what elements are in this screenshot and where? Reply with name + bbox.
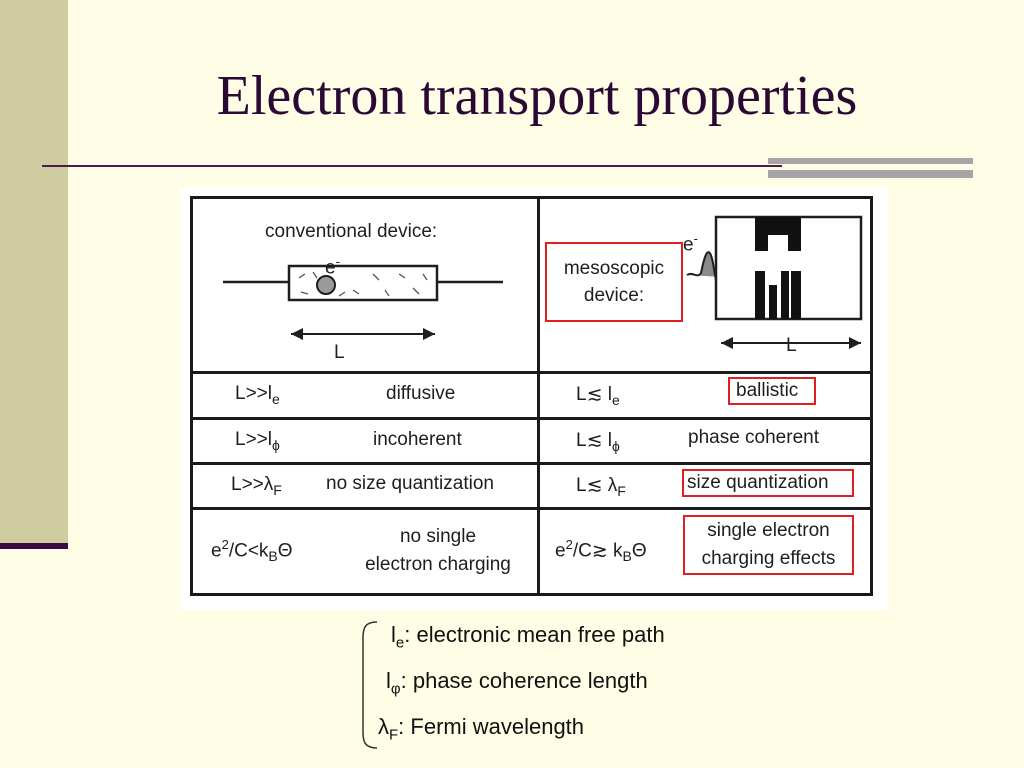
legend-item-phase-coherence: lφ: phase coherence length	[386, 668, 648, 698]
mesoscopic-property: phase coherent	[688, 427, 819, 448]
mesoscopic-device-label: mesoscopic device:	[563, 258, 665, 306]
left-sidebar-bar	[0, 0, 68, 545]
row-divider	[193, 507, 870, 510]
conventional-condition: L>>le	[235, 383, 280, 407]
conventional-device-label: conventional device:	[265, 221, 438, 242]
row-divider	[193, 462, 870, 465]
mesoscopic-condition: e2/C≳ kBΘ	[555, 537, 647, 565]
conventional-condition: L>>lϕ	[235, 429, 280, 453]
conventional-property: incoherent	[373, 429, 462, 450]
conventional-length-label: L	[334, 342, 345, 363]
legend-item-fermi-wavelength: λF: Fermi wavelength	[378, 714, 585, 744]
conventional-property: no size quantization	[326, 473, 494, 494]
mesoscopic-condition: L≲ le	[576, 384, 620, 408]
accent-bar-bottom	[768, 170, 973, 178]
legend-item-mean-free-path: le: electronic mean free path	[391, 622, 665, 652]
conventional-condition: e2/C<kBΘ	[211, 537, 293, 565]
mesoscopic-condition: L≲ lϕ	[576, 430, 620, 454]
mesoscopic-highlight-box	[545, 242, 683, 322]
mesoscopic-device-illustration	[686, 215, 863, 349]
ballistic-highlight-box	[728, 377, 816, 405]
conventional-device-illustration	[223, 264, 503, 340]
mesoscopic-property: single electron charging effects	[701, 520, 836, 569]
column-divider	[537, 199, 540, 593]
comparison-table: conventional device: e- L mesoscopic dev…	[190, 196, 873, 596]
row-divider	[193, 371, 870, 374]
legend-brace	[362, 621, 378, 749]
slide-title: Electron transport properties	[216, 65, 858, 127]
conventional-property: diffusive	[386, 383, 456, 404]
mesoscopic-property: size quantization	[687, 472, 829, 493]
size-quantization-highlight-box	[682, 469, 854, 497]
charging-effects-highlight-box	[683, 515, 854, 575]
title-underline	[42, 165, 782, 167]
conventional-condition: L>>λF	[231, 474, 282, 498]
accent-bar-top	[768, 158, 973, 164]
comparison-figure: conventional device: e- L mesoscopic dev…	[180, 188, 888, 610]
mesoscopic-condition: L≲ λF	[576, 475, 626, 499]
conventional-property: no single electron charging	[365, 526, 511, 575]
row-divider	[193, 417, 870, 420]
left-sidebar-footer-line	[0, 543, 68, 549]
mesoscopic-property: ballistic	[736, 380, 799, 401]
conventional-electron-label: e-	[325, 254, 340, 279]
mesoscopic-length-label: L	[786, 335, 797, 356]
mesoscopic-electron-label: e-	[683, 231, 698, 256]
